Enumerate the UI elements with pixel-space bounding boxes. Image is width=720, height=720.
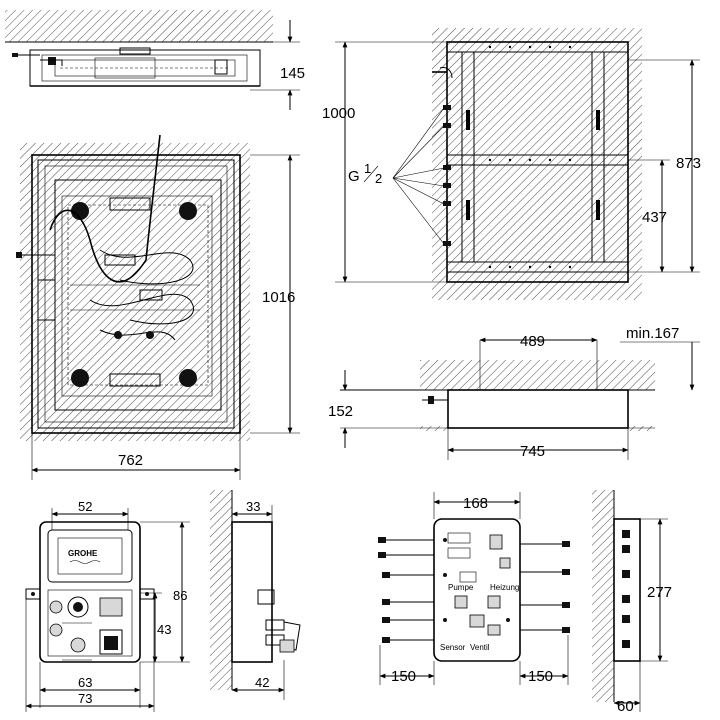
top-view-ceiling: 145	[5, 10, 305, 110]
ceiling-hatch	[5, 10, 273, 42]
dim-489: 489	[520, 333, 545, 350]
wall-frame-view: G 1 2 1000 873 437	[322, 28, 701, 300]
control-module-front: GROHE 52 86 43 63	[25, 499, 190, 712]
wall-frame-hatch	[432, 28, 642, 300]
dim-145: 145	[280, 65, 305, 82]
terminal-label-2: Ventil	[470, 643, 490, 652]
wall-hatch	[20, 143, 250, 441]
grohe-logo: GROHE	[68, 549, 98, 558]
dim-86: 86	[173, 588, 187, 603]
dim-150-left: 150	[391, 668, 416, 685]
dim-762: 762	[118, 452, 143, 469]
terminal-label-3: Heizung	[490, 583, 519, 592]
dim-873: 873	[676, 155, 701, 172]
dim-437: 437	[642, 209, 667, 226]
dim-43: 43	[157, 622, 171, 637]
dim-152: 152	[328, 403, 353, 420]
terminal-label-1: Pumpe	[448, 583, 474, 592]
thread-label-num: 1	[364, 161, 371, 176]
dim-277: 277	[647, 584, 672, 601]
dim-60: 60	[617, 698, 634, 715]
thread-label-den: 2	[375, 171, 382, 186]
terminal-label-4: Sensor	[440, 643, 466, 652]
dim-168: 168	[463, 495, 488, 512]
dim-52: 52	[78, 499, 92, 514]
side-section-view: 489 min.167 152 745	[328, 325, 700, 460]
dim-63: 63	[78, 675, 92, 690]
dim-1016: 1016	[262, 289, 295, 306]
terminal-box-side: 277 60	[592, 490, 672, 715]
supply-hose	[145, 134, 161, 261]
dim-745: 745	[520, 443, 545, 460]
dim-min-167: min.167	[626, 325, 679, 342]
thread-label-g: G	[348, 168, 360, 185]
dim-150-right: 150	[528, 668, 553, 685]
control-module-side: 33 42	[210, 490, 301, 700]
dim-1000: 1000	[322, 105, 355, 122]
dim-33: 33	[246, 499, 260, 514]
dim-73: 73	[78, 691, 92, 706]
terminal-box-front: Pumpe Ventil Heizung Sensor 168 150 150	[378, 492, 570, 685]
front-view: 1016 762	[16, 134, 300, 480]
ceiling-section-hatch	[420, 360, 655, 390]
dim-42: 42	[255, 675, 269, 690]
